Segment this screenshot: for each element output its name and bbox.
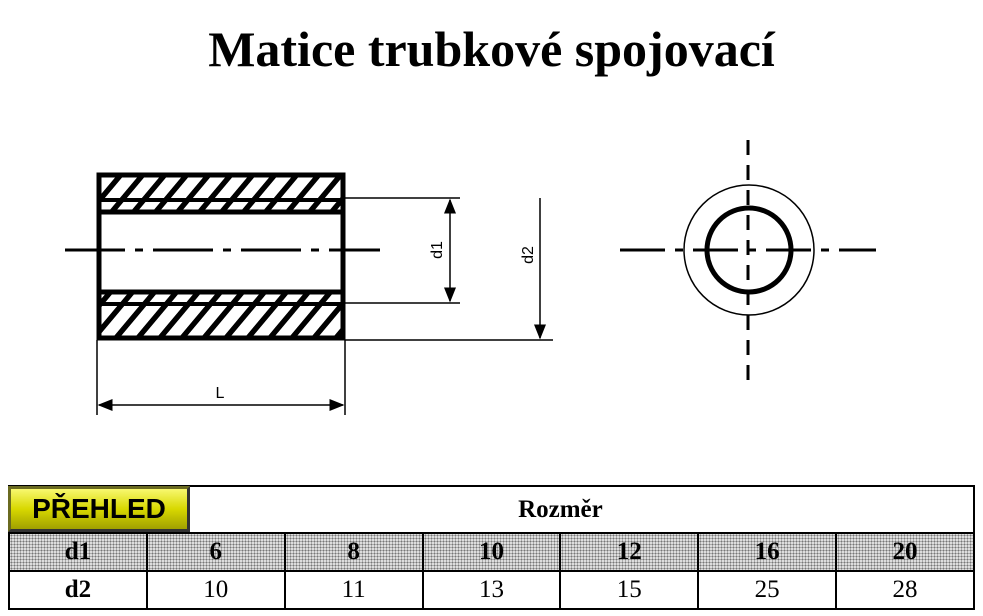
label-L: L — [216, 385, 225, 402]
cell: 20 — [835, 532, 975, 572]
table-row: d2 10 11 13 15 25 28 — [8, 570, 975, 610]
label-d1: d1 — [429, 241, 446, 259]
dimensions — [96, 197, 553, 415]
cell: 25 — [697, 570, 838, 610]
end-view — [620, 140, 876, 380]
cell: 11 — [283, 570, 424, 610]
cell: 10 — [421, 532, 562, 572]
cell: 13 — [421, 570, 562, 610]
cell: 8 — [283, 532, 424, 572]
technical-drawing: d1 d2 L — [65, 140, 876, 415]
section-view — [65, 172, 380, 341]
top-wall-hatch — [99, 176, 343, 212]
row-label: d1 — [8, 532, 148, 572]
label-d2: d2 — [520, 246, 537, 264]
page-title: Matice trubkové spojovací — [208, 21, 775, 77]
cell: 15 — [559, 570, 700, 610]
cell: 6 — [145, 532, 286, 572]
table-row: d1 6 8 10 12 16 20 — [8, 532, 975, 572]
cell: 28 — [835, 570, 975, 610]
bottom-wall-hatch — [99, 292, 343, 336]
prehled-button[interactable]: PŘEHLED — [8, 486, 190, 532]
cell: 12 — [559, 532, 700, 572]
table-header: Rozměr — [145, 485, 976, 534]
cell: 16 — [697, 532, 838, 572]
row-label: d2 — [8, 570, 148, 610]
cell: 10 — [145, 570, 286, 610]
